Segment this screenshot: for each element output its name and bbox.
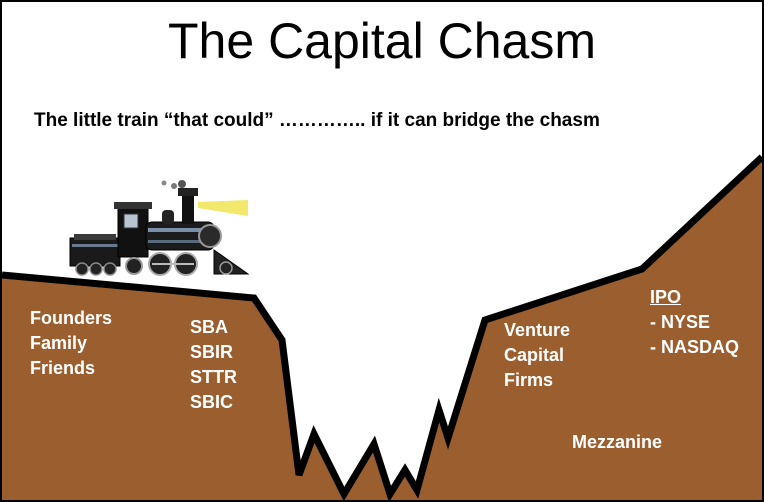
mezzanine-label: Mezzanine	[572, 432, 663, 452]
government-programs-label: SBA SBIR STTR SBIC	[190, 315, 237, 415]
label-line: Founders	[30, 308, 113, 328]
label-line: SBIR	[190, 342, 234, 362]
label-line: Family	[30, 333, 88, 353]
ipo-heading: IPO	[650, 287, 682, 307]
label-line: - NYSE	[650, 312, 711, 332]
label-line: Friends	[30, 358, 96, 378]
founders-family-friends-label: Founders Family Friends	[30, 306, 112, 381]
steam-locomotive-icon	[69, 180, 250, 276]
label-line: Venture	[504, 320, 571, 340]
venture-capital-label: Venture Capital Firms	[504, 318, 570, 393]
label-line: SBA	[190, 317, 229, 337]
chasm-outline	[2, 154, 762, 500]
label-line: Capital	[504, 345, 565, 365]
label-line: - NASDAQ	[650, 337, 739, 357]
label-line: STTR	[190, 367, 237, 387]
ipo-label: IPO - NYSE - NASDAQ	[650, 285, 739, 360]
slide-title: The Capital Chasm	[168, 13, 596, 69]
coal-tender-icon	[69, 234, 121, 276]
slide-subtitle: The little train “that could” ………….. if …	[34, 110, 600, 131]
label-line: Firms	[504, 370, 554, 390]
label-line: SBIC	[190, 392, 234, 412]
chasm-ground	[2, 157, 762, 500]
